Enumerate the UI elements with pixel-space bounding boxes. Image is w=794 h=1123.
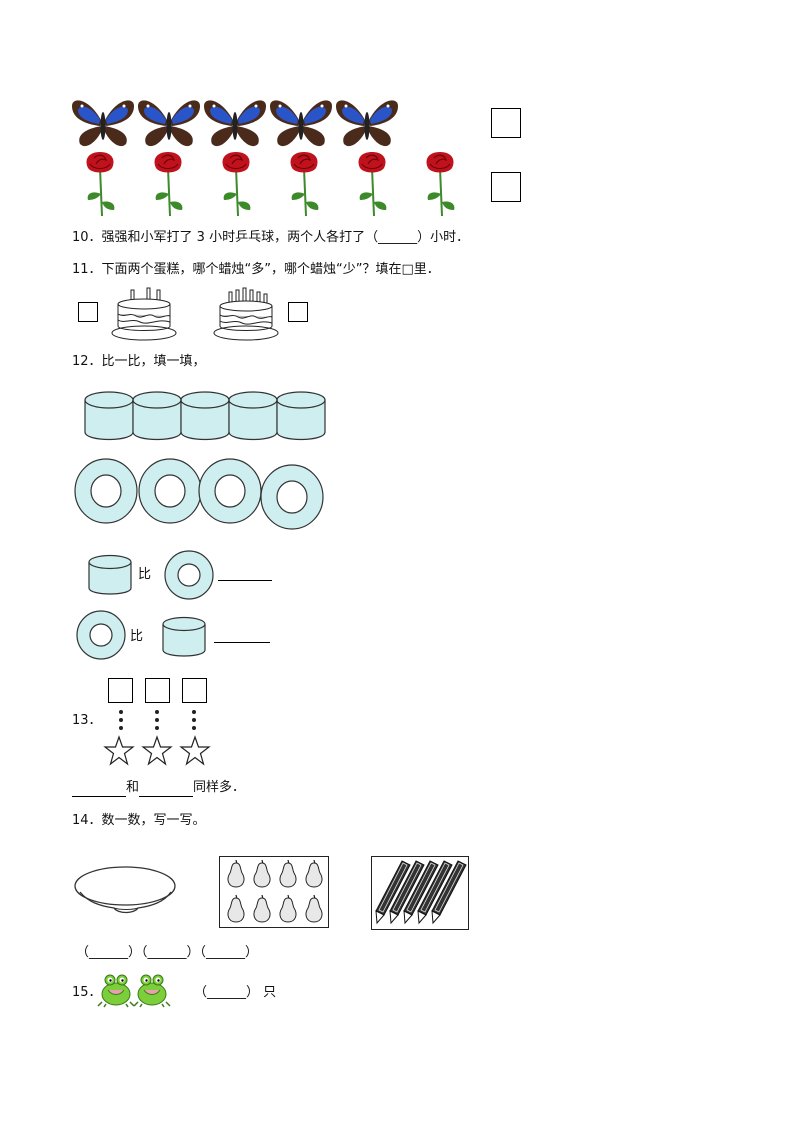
question-number: 15． — [72, 985, 102, 1000]
ring-icon — [164, 550, 214, 600]
compare-word: 比 — [138, 567, 152, 582]
question-number: 14． — [72, 813, 102, 828]
butterfly-row — [72, 100, 398, 147]
frog-row — [97, 974, 171, 1008]
question-12: 12．比一比，填一填， — [72, 354, 206, 370]
question-suffix: 同样多． — [193, 780, 246, 795]
answer-blank[interactable] — [214, 642, 270, 643]
question-text: 数一数，写一写。 — [101, 813, 206, 828]
ring-row — [74, 458, 324, 530]
pear-box — [219, 856, 329, 928]
ring-icon — [76, 610, 126, 660]
cylinder-icon — [88, 554, 132, 595]
question-text: 比一比，填一填， — [101, 354, 206, 369]
plate-icon — [74, 866, 176, 914]
star-icon — [180, 736, 210, 765]
question-10: 10．强强和小军打了 3 小时乒乓球，两个人各打了（______）小时． — [72, 230, 469, 246]
star-icon — [142, 736, 172, 765]
pencil-group — [375, 860, 467, 924]
question-number: 12． — [72, 354, 102, 369]
star-row — [104, 736, 210, 765]
question-number: 13． — [72, 713, 102, 728]
rose-answer-box[interactable] — [491, 172, 521, 202]
square-shape — [108, 678, 133, 703]
pear-grid — [227, 859, 323, 923]
and-word: 和 — [126, 780, 140, 795]
answer-blank[interactable] — [218, 580, 272, 581]
rose-row — [85, 151, 456, 217]
question-text: 强强和小军打了 3 小时乒乓球，两个人各打了（______）小时． — [101, 230, 470, 245]
star-icon — [104, 736, 134, 765]
square-shape — [145, 678, 170, 703]
question-14-answers[interactable]: （______）（______）（______） — [76, 945, 259, 960]
question-13-answer: 和 同样多． — [72, 780, 245, 797]
square-shape — [182, 678, 207, 703]
question-text: 下面两个蛋糕，哪个蜡烛“多”，哪个蜡烛“少”？填在□里． — [101, 262, 440, 277]
cylinder-row — [84, 391, 326, 441]
cake-left-answer-box[interactable] — [78, 302, 98, 322]
cake-right-answer-box[interactable] — [288, 302, 308, 322]
question-number: 11． — [72, 262, 102, 277]
cake-icon — [213, 287, 279, 341]
pencil-box — [371, 856, 469, 930]
question-15-answer[interactable]: （______） 只 — [194, 985, 277, 1000]
question-14: 14．数一数，写一写。 — [72, 813, 206, 829]
dot-connectors — [119, 710, 196, 730]
question-number: 10． — [72, 230, 102, 245]
answer-blank[interactable] — [72, 780, 126, 797]
butterfly-answer-box[interactable] — [491, 108, 521, 138]
cake-icon — [111, 287, 177, 341]
cylinder-icon — [162, 616, 206, 657]
question-11: 11．下面两个蛋糕，哪个蜡烛“多”，哪个蜡烛“少”？填在□里． — [72, 262, 440, 278]
compare-word: 比 — [130, 629, 144, 644]
answer-blank[interactable] — [139, 780, 194, 797]
